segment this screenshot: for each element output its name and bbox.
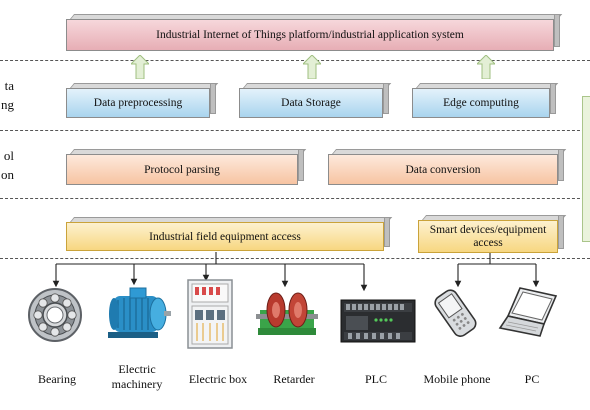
layer-divider-access (0, 258, 590, 259)
device-label-retarder: Retarder (273, 372, 315, 386)
edge-computing-label: Edge computing (443, 97, 519, 109)
smart-devices-access-box: Smart devices/equipment access (418, 215, 567, 253)
up-arrow-icon (303, 55, 321, 79)
layer-divider-top (0, 60, 590, 61)
data-preprocessing-label: Data preprocessing (93, 97, 183, 109)
data-layer-side-label: ta ng (0, 76, 14, 114)
data-storage-box: Data Storage (239, 83, 392, 118)
industrial-field-access-box: Industrial field equipment access (66, 217, 393, 251)
industrial-field-access-label: Industrial field equipment access (149, 230, 301, 243)
device-label-plc: PLC (364, 372, 387, 386)
laptop-icon (498, 287, 558, 337)
protocol-parsing-label: Protocol parsing (144, 163, 220, 176)
retarder-icon (256, 292, 318, 335)
right-side-panel (582, 96, 590, 242)
electric-box-icon (187, 279, 233, 349)
data-conversion-box: Data conversion (328, 149, 567, 185)
device-label-bearing: Bearing (38, 372, 76, 386)
up-arrow-icon (477, 55, 495, 79)
smart-devices-access-label: Smart devices/equipment access (429, 223, 547, 249)
device-label-mobile-phone: Mobile phone (423, 372, 491, 386)
protocol-layer-side-label: ol on (0, 146, 14, 184)
device-label-pc: PC (524, 372, 540, 386)
layer-divider-data (0, 130, 590, 131)
plc-icon (340, 299, 416, 343)
data-layer-side-label-line2: ng (1, 97, 14, 112)
data-storage-label: Data Storage (281, 97, 341, 109)
bearing-icon (28, 288, 82, 342)
protocol-layer-side-label-line1: ol (3, 148, 14, 163)
electric-motor-icon (108, 287, 171, 338)
device-label-electric-machinery: Electric machinery (111, 362, 163, 391)
device-label-electric-box: Electric box (188, 372, 248, 386)
data-layer-side-label-line1: ta (4, 78, 14, 93)
platform-label: Industrial Internet of Things platform/i… (156, 29, 464, 41)
platform-box: Industrial Internet of Things platform/i… (66, 14, 563, 51)
protocol-layer-side-label-line2: on (1, 167, 14, 182)
data-preprocessing-box: Data preprocessing (66, 83, 219, 118)
layer-divider-protocol (0, 198, 590, 199)
data-conversion-label: Data conversion (405, 163, 481, 176)
up-arrow-icon (131, 55, 149, 79)
protocol-parsing-box: Protocol parsing (66, 149, 307, 185)
mobile-phone-icon (434, 289, 477, 337)
edge-computing-box: Edge computing (412, 83, 559, 118)
